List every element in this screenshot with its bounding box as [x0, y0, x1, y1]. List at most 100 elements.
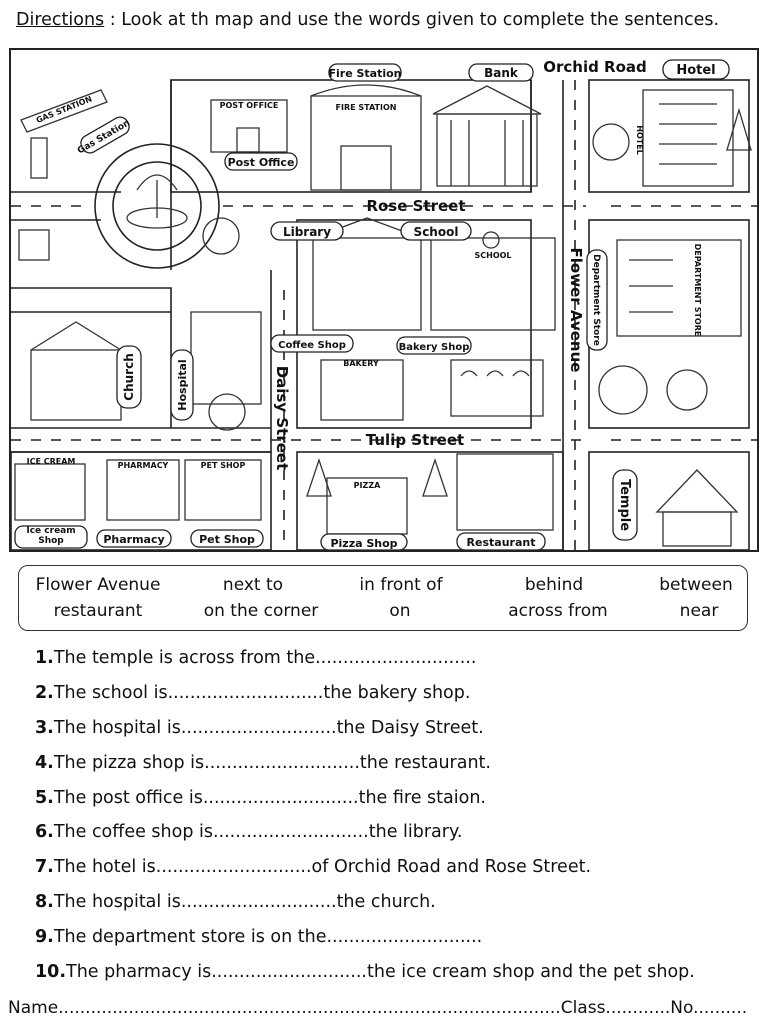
pill-pharmacy: [96, 529, 172, 548]
label-ice-cream-shop-wrap: Ice cream Shop: [26, 526, 75, 546]
question-number: 2.: [35, 683, 54, 703]
block-top-right: [588, 79, 750, 193]
department-store-sign: DEPARTMENT STORE: [693, 244, 702, 337]
question-number: 1.: [35, 648, 54, 668]
roundabout-inner: [112, 161, 202, 251]
pizza-sign: PIZZA: [354, 481, 381, 490]
flower-avenue-label: Flower Avenue: [567, 248, 585, 373]
question-4: 4.The pizza shop is.....................…: [35, 753, 491, 773]
question-number: 8.: [35, 892, 54, 912]
flower-avenue-edges: [530, 80, 564, 550]
tree-department-left: [598, 365, 648, 415]
question-text: The pharmacy is.........................…: [66, 962, 695, 982]
label-library: Library: [283, 225, 331, 239]
fire-station-roof: [310, 84, 422, 97]
label-coffee-shop: Coffee Shop: [278, 340, 346, 351]
tree-hospital: [208, 393, 246, 431]
ice-cream-shop-building: [14, 463, 86, 521]
fire-station-sign: FIRE STATION: [336, 103, 397, 112]
question-text: The school is...........................…: [53, 683, 471, 703]
department-store-windows: [629, 259, 673, 313]
pill-restaurant: [456, 532, 546, 550]
question-7: 7.The hotel is..........................…: [35, 857, 591, 877]
word-on-the-corner: on the corner: [203, 601, 319, 621]
pet-shop-building: [184, 459, 262, 521]
name-class-line[interactable]: Name....................................…: [8, 998, 748, 1018]
question-text: The post office is......................…: [53, 788, 486, 808]
pill-department-store: [586, 249, 608, 351]
map-drawing: Orchid Road Rose Street Tulip Street Flo…: [11, 58, 757, 550]
label-fire-station: Fire Station: [328, 67, 401, 80]
tree-department-right: [666, 369, 708, 411]
block-bottom-right: [588, 451, 750, 550]
question-number: 3.: [35, 718, 54, 738]
label-bank: Bank: [484, 66, 519, 80]
fountain-spray: [136, 174, 178, 218]
question-number: 7.: [35, 857, 54, 877]
label-temple: Temple: [617, 479, 632, 531]
tree-hotel-left: [592, 123, 630, 161]
block-top-middle: [170, 79, 532, 193]
pet-shop-sign: PET SHOP: [201, 461, 246, 470]
pill-bakery-shop: [396, 336, 472, 355]
label-pharmacy: Pharmacy: [103, 533, 164, 546]
label-church: Church: [122, 353, 136, 400]
question-number: 5.: [35, 788, 54, 808]
pill-ice-cream-shop: [14, 525, 88, 549]
question-3: 3.The hospital is.......................…: [35, 718, 484, 738]
department-store-building: [616, 239, 742, 337]
pill-post-office: [224, 152, 298, 171]
tree-hotel-right: [726, 107, 752, 151]
library-building: [312, 237, 422, 331]
label-hospital: Hospital: [176, 359, 189, 410]
orchid-road-label: Orchid Road: [543, 58, 647, 76]
church-roof: [30, 321, 122, 351]
question-number: 10.: [35, 962, 67, 982]
question-text: The hospital is.........................…: [53, 892, 436, 912]
bakery-awning: [460, 370, 530, 377]
word-between: between: [659, 575, 733, 595]
directions-label: Directions: [16, 10, 105, 30]
rose-street-label: Rose Street: [366, 197, 465, 215]
question-5: 5.The post office is....................…: [35, 788, 486, 808]
pill-pizza-shop: [320, 533, 408, 550]
pill-temple: [612, 469, 638, 541]
directions: Directions : Look at th map and use the …: [16, 10, 719, 30]
pill-hotel: [662, 59, 730, 80]
hospital-building: [190, 311, 262, 405]
post-office-sign: POST OFFICE: [220, 101, 279, 110]
pill-library: [270, 221, 344, 241]
fire-station-garage: [340, 145, 392, 191]
word-on: on: [389, 601, 411, 621]
gas-station-sign: GAS STATION: [35, 94, 93, 125]
school-sign: SCHOOL: [474, 251, 511, 260]
label-pizza-shop: Pizza Shop: [330, 537, 397, 550]
question-number: 9.: [35, 927, 54, 947]
hotel-windows: [659, 103, 717, 165]
pill-coffee-shop: [270, 334, 354, 353]
question-9: 9.The department store is on the........…: [35, 927, 482, 947]
daisy-street-label: Daisy Street: [273, 366, 291, 471]
block-right-middle: [588, 219, 750, 429]
question-text: The temple is across from the...........…: [53, 648, 477, 668]
question-8: 8.The hospital is.......................…: [35, 892, 436, 912]
pill-hospital: [170, 349, 194, 421]
bench-area: [18, 229, 50, 261]
directions-text: : Look at th map and use the words given…: [109, 10, 720, 30]
tulip-street-label: Tulip Street: [366, 431, 464, 449]
coffee-shop-building: [320, 359, 404, 421]
pharmacy-sign: PHARMACY: [118, 461, 169, 470]
question-number: 6.: [35, 822, 54, 842]
bakery-sign: BAKERY: [343, 359, 379, 368]
bank-building: [436, 113, 538, 187]
label-department-store: Department Store: [591, 254, 601, 346]
pharmacy-building: [106, 459, 180, 521]
pill-bank: [468, 63, 534, 82]
question-text: The coffee shop is......................…: [53, 822, 463, 842]
label-pet-shop: Pet Shop: [199, 533, 255, 546]
label-post-office: Post Office: [228, 156, 295, 169]
word-across-from: across from: [508, 601, 608, 621]
label-bakery-shop: Bakery Shop: [399, 342, 470, 353]
question-text: The hotel is............................…: [53, 857, 592, 877]
daisy-street-edges: [170, 80, 272, 452]
